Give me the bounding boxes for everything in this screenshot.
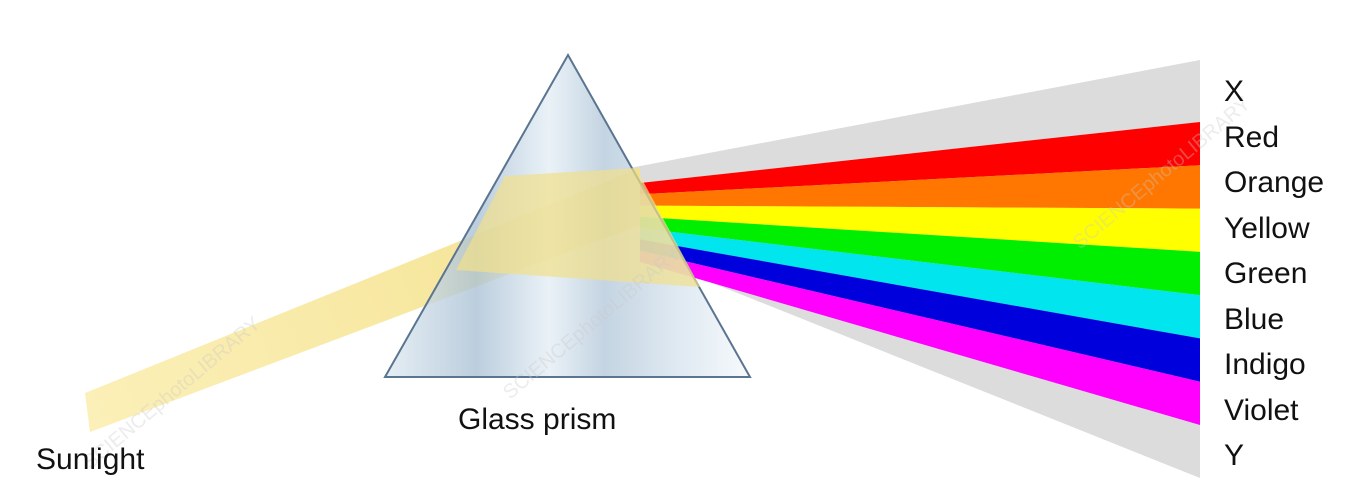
- sunlight-label: Sunlight: [36, 445, 144, 475]
- band-label-yellow: Yellow: [1224, 214, 1310, 244]
- prism-label: Glass prism: [458, 405, 616, 435]
- band-label-orange: Orange: [1224, 168, 1324, 198]
- band-label-blue: Blue: [1224, 305, 1284, 335]
- band-label-red: Red: [1224, 123, 1279, 153]
- edge-label-x: X: [1224, 77, 1244, 107]
- band-label-indigo: Indigo: [1224, 350, 1306, 380]
- band-label-green: Green: [1224, 259, 1307, 289]
- band-label-violet: Violet: [1224, 396, 1299, 426]
- edge-label-y: Y: [1224, 441, 1244, 471]
